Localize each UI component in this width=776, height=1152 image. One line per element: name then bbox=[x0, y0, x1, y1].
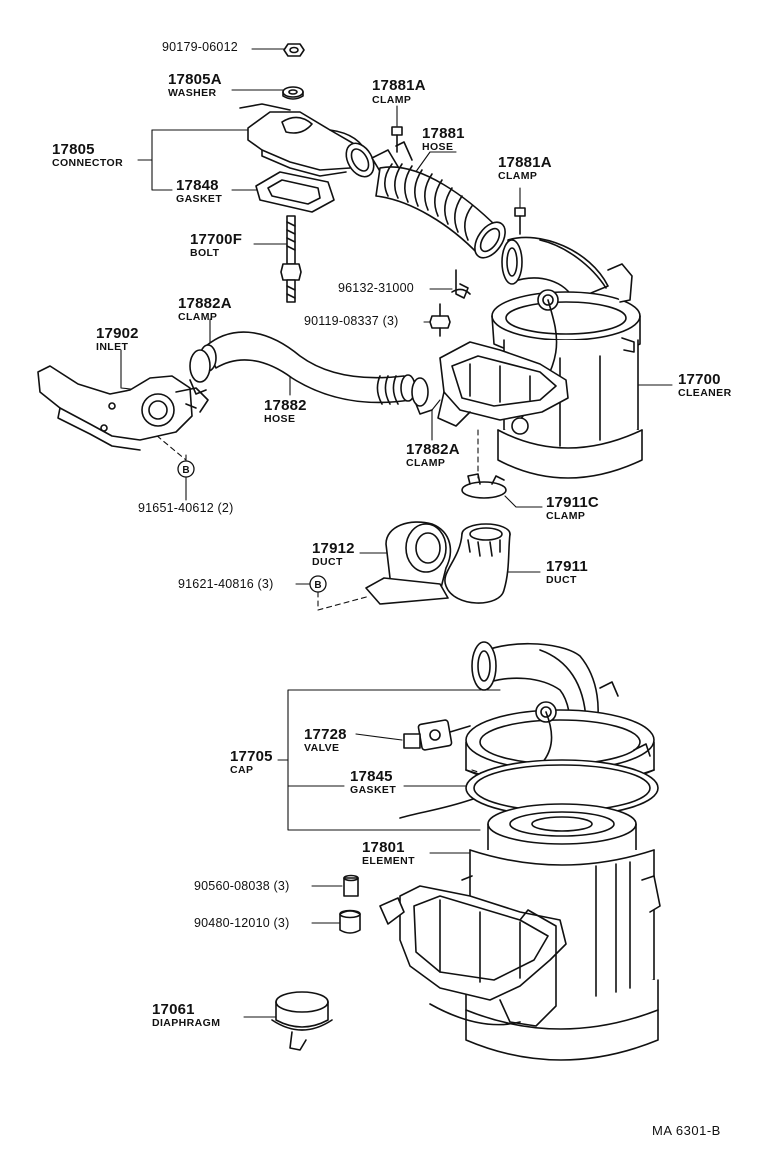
label-17700-name: CLEANER bbox=[678, 387, 732, 399]
label-17911C-name: CLAMP bbox=[546, 510, 586, 522]
label-17805: 17805 bbox=[52, 141, 95, 158]
label-17801-name: ELEMENT bbox=[362, 855, 415, 867]
label-17705: 17705 bbox=[230, 748, 273, 765]
label-17881A-lower: 17881A bbox=[498, 154, 552, 171]
sleeve-90560-08038 bbox=[343, 874, 359, 897]
label-17882A-cleaner: 17882A bbox=[406, 441, 460, 458]
label-17848: 17848 bbox=[176, 177, 219, 194]
clamp-17882A-inlet bbox=[189, 349, 211, 395]
cap-17705 bbox=[399, 641, 655, 819]
callout-b-inlet: B bbox=[177, 460, 195, 478]
label-17881-name: HOSE bbox=[422, 141, 454, 153]
label-17805-name: CONNECTOR bbox=[52, 157, 124, 169]
label-17700: 17700 bbox=[678, 371, 721, 388]
label-17805A: 17805A bbox=[168, 71, 222, 88]
label-17881A-lower-name: CLAMP bbox=[498, 170, 538, 182]
grommet-90480-12010 bbox=[339, 909, 361, 934]
clip-96132-31000 bbox=[451, 269, 471, 299]
hose-17882 bbox=[199, 331, 416, 405]
label-17902: 17902 bbox=[96, 325, 139, 342]
label-17882-name: HOSE bbox=[264, 413, 296, 425]
label-17881: 17881 bbox=[422, 125, 465, 142]
label-17881A-upper: 17881A bbox=[372, 77, 426, 94]
air-cleaner-17700 bbox=[437, 236, 643, 479]
hose-17881 bbox=[371, 141, 506, 259]
callout-b-duct: B bbox=[309, 575, 327, 593]
label-17801: 17801 bbox=[362, 839, 405, 856]
diagram-reference-code: MA 6301-B bbox=[652, 1123, 721, 1138]
clamp-bolt-17881A-lower bbox=[514, 207, 526, 235]
label-91621-40816: 91621-40816 (3) bbox=[178, 577, 274, 591]
label-90560-08038: 90560-08038 (3) bbox=[194, 879, 290, 893]
svg-text:B: B bbox=[182, 465, 189, 476]
label-17912-name: DUCT bbox=[312, 556, 343, 568]
label-17848-name: GASKET bbox=[176, 193, 223, 205]
label-17882A-inlet-name: CLAMP bbox=[178, 311, 218, 323]
label-17911-name: DUCT bbox=[546, 574, 577, 586]
label-17912: 17912 bbox=[312, 540, 355, 557]
label-17881A-upper-name: CLAMP bbox=[372, 94, 412, 106]
label-17728: 17728 bbox=[304, 726, 347, 743]
bolt-90119-08337 bbox=[429, 303, 451, 337]
label-17902-name: INLET bbox=[96, 341, 129, 353]
label-17061-name: DIAPHRAGM bbox=[152, 1017, 221, 1029]
svg-text:B: B bbox=[314, 580, 321, 591]
connector-17805 bbox=[239, 103, 375, 178]
bolt-17700F bbox=[280, 215, 302, 303]
label-17845: 17845 bbox=[350, 768, 393, 785]
washer-17805A bbox=[282, 86, 304, 100]
label-90179-06012: 90179-06012 bbox=[162, 40, 238, 54]
diaphragm-17061 bbox=[271, 991, 333, 1051]
label-17061: 17061 bbox=[152, 1001, 195, 1018]
label-96132-31000: 96132-31000 bbox=[338, 281, 414, 295]
label-91651-40612: 91651-40612 (2) bbox=[138, 501, 234, 515]
valve-17728 bbox=[403, 719, 471, 751]
inlet-17902 bbox=[37, 365, 209, 451]
label-17911: 17911 bbox=[546, 558, 588, 575]
clamp-17882A-cleaner bbox=[411, 377, 433, 415]
nut-90179-06012 bbox=[283, 43, 305, 57]
duct-17912 bbox=[365, 521, 452, 605]
cleaner-body-lower bbox=[379, 849, 661, 1061]
label-90480-12010: 90480-12010 (3) bbox=[194, 916, 290, 930]
label-17705-name: CAP bbox=[230, 764, 254, 776]
label-17882A-cleaner-name: CLAMP bbox=[406, 457, 446, 469]
clamp-bolt-17881A-upper bbox=[391, 126, 403, 153]
clamp-17911C bbox=[461, 473, 507, 499]
label-17700F-name: BOLT bbox=[190, 247, 220, 259]
duct-17911 bbox=[444, 523, 511, 604]
label-17805A-name: WASHER bbox=[168, 87, 217, 99]
label-17911C: 17911C bbox=[546, 494, 599, 511]
label-17700F: 17700F bbox=[190, 231, 243, 248]
label-17728-name: VALVE bbox=[304, 742, 340, 754]
label-17845-name: GASKET bbox=[350, 784, 397, 796]
gasket-17848 bbox=[255, 171, 335, 213]
label-17882: 17882 bbox=[264, 397, 307, 414]
label-90119-08337: 90119-08337 (3) bbox=[304, 314, 399, 328]
label-17882A-inlet: 17882A bbox=[178, 295, 232, 312]
